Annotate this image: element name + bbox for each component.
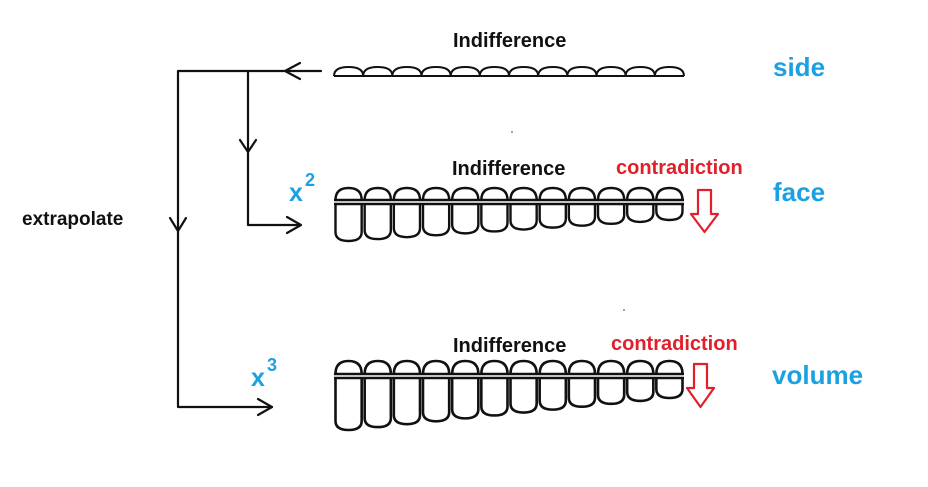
volume-tube-body <box>334 378 363 432</box>
face-tube-cap <box>421 186 451 201</box>
volume-tube-body <box>596 378 626 406</box>
side-title: Indifference <box>453 30 566 52</box>
volume-tube-body <box>538 378 568 411</box>
face-tube-body <box>363 204 393 241</box>
volume-power-exponent: 3 <box>267 355 277 375</box>
volume-tube-cap <box>334 359 363 375</box>
extrapolate-connectors <box>168 61 323 417</box>
volume-row <box>334 359 684 432</box>
face-tube-body <box>596 204 626 226</box>
face-dimension-label: face <box>773 177 825 207</box>
face-tube-body <box>625 204 655 224</box>
side-scallop <box>537 65 569 77</box>
volume-power-base: x <box>251 364 265 392</box>
volume-tube-body <box>480 378 509 417</box>
inner-bracket-line <box>246 69 302 227</box>
volume-tube-cap <box>392 359 422 375</box>
face-tube-cap <box>596 186 626 201</box>
warning-arrows <box>685 188 720 409</box>
side-scallop <box>508 65 540 77</box>
volume-tube-cap <box>538 359 568 375</box>
face-tube-cap <box>625 186 655 201</box>
volume-tube-cap <box>363 359 393 375</box>
down-arrowhead-icon-inner <box>238 138 258 154</box>
volume-tube-body <box>450 378 480 420</box>
volume-tube-body <box>363 378 393 429</box>
volume-tube-cap <box>450 359 480 375</box>
volume-tube-body <box>625 378 655 403</box>
volume-dimension-label: volume <box>772 360 863 390</box>
side-scallop <box>566 65 598 77</box>
side-scallop <box>595 65 627 77</box>
face-tube-cap <box>450 186 480 201</box>
face-tube-cap <box>480 186 509 201</box>
face-power-base: x <box>289 179 303 207</box>
face-tube-body <box>567 204 597 227</box>
face-tube-body <box>655 204 684 222</box>
feedback-arrowhead-icon <box>283 61 302 81</box>
face-tube-body <box>421 204 451 237</box>
face-tube-body <box>334 204 363 243</box>
face-down-arrow-icon <box>689 188 720 234</box>
face-tube-cap <box>655 186 684 201</box>
face-tube-cap <box>567 186 597 201</box>
speck <box>623 309 625 311</box>
outer-bracket-line <box>176 69 323 409</box>
side-scallop <box>391 65 423 77</box>
side-scallop <box>624 65 656 77</box>
volume-tube-body <box>655 378 684 400</box>
side-scallop <box>362 65 394 77</box>
side-row <box>333 65 685 77</box>
volume-tube-cap <box>596 359 626 375</box>
volume-tube-body <box>392 378 422 426</box>
face-tube-cap <box>334 186 363 201</box>
face-tube-cap <box>538 186 568 201</box>
volume-down-arrow-icon <box>685 362 716 409</box>
down-arrowhead-icon-outer <box>168 216 188 233</box>
side-scallop <box>478 65 510 77</box>
volume-title: Indifference <box>453 335 566 357</box>
side-scallop <box>653 65 685 77</box>
side-scallops <box>333 65 685 77</box>
volume-tube-cap <box>421 359 451 375</box>
side-scallop <box>449 65 481 77</box>
face-tube-body <box>509 204 538 231</box>
face-tube-cap <box>392 186 422 201</box>
speck <box>511 131 513 133</box>
volume-tube-cap <box>625 359 655 375</box>
face-tube-body <box>450 204 480 235</box>
face-tube-cap <box>363 186 393 201</box>
volume-tube-cap <box>509 359 538 375</box>
volume-tubes <box>334 359 684 432</box>
side-scallop <box>333 65 365 77</box>
volume-tube-body <box>509 378 538 414</box>
face-power-exponent: 2 <box>305 170 315 190</box>
face-tube-body <box>538 204 568 229</box>
face-tubes <box>334 186 684 243</box>
volume-tube-cap <box>480 359 509 375</box>
face-warning-label: contradiction <box>616 157 743 179</box>
face-arrowhead-icon <box>285 215 303 235</box>
volume-arrowhead-icon <box>256 397 274 417</box>
volume-tube-body <box>567 378 597 409</box>
face-row <box>334 186 684 243</box>
volume-tube-body <box>421 378 451 423</box>
face-tube-body <box>392 204 422 239</box>
volume-tube-cap <box>567 359 597 375</box>
volume-warning-label: contradiction <box>611 333 738 355</box>
face-title: Indifference <box>452 158 565 180</box>
extrapolate-label: extrapolate <box>22 209 123 230</box>
face-tube-body <box>480 204 509 233</box>
volume-tube-cap <box>655 359 684 375</box>
face-tube-cap <box>509 186 538 201</box>
side-scallop <box>420 65 452 77</box>
side-dimension-label: side <box>773 52 825 82</box>
